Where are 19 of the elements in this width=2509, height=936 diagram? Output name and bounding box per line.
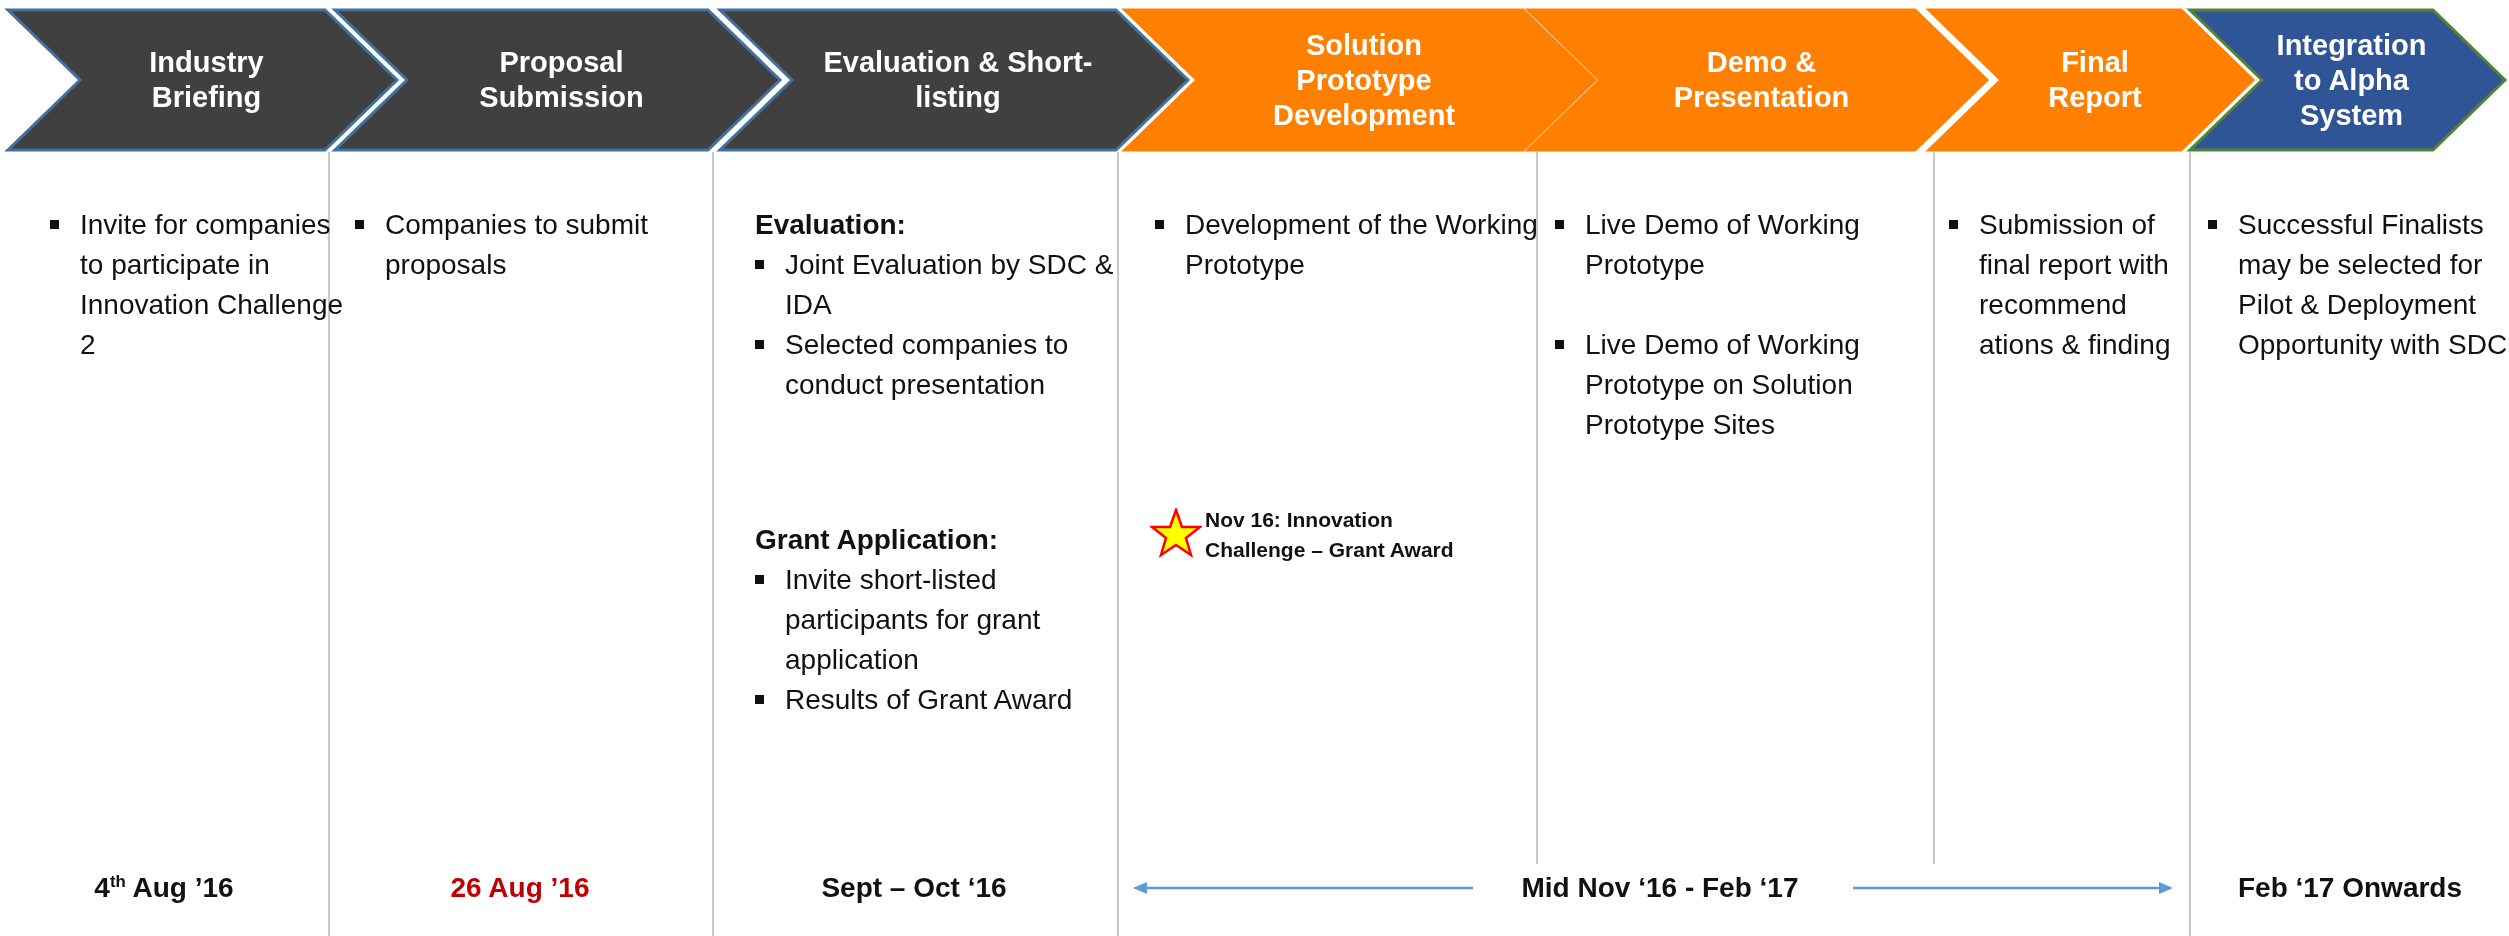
date-label: Feb ‘17 Onwards <box>2236 871 2464 905</box>
section-heading: Evaluation: <box>755 208 907 242</box>
bullet-item: Invite for companies to participate in Innovation Challenge 2 <box>50 205 345 365</box>
bullet-item: Development of the Working Prototype <box>1155 205 1545 285</box>
bullet-item: Successful Finalists may be selected for Pilot & Deployment Opportunity with SDC. <box>2208 205 2509 365</box>
milestone-note: Nov 16: Innovation Challenge – Grant Award <box>1205 507 1455 563</box>
bullet-item: Live Demo of Working Prototype on Solution Prototype Sites <box>1555 325 1905 445</box>
section-heading: Grant Application: <box>755 523 1000 557</box>
bullet-item: Submission of final report with recommend ations & finding <box>1949 205 2199 365</box>
bullet-item: Joint Evaluation by SDC & IDA <box>755 245 1115 325</box>
bullet-item: Live Demo of Working Prototype <box>1555 205 1905 285</box>
date-label: 26 Aug ’16 <box>449 871 591 905</box>
date-label: Sept – Oct ‘16 <box>820 871 1008 905</box>
date-label: 4$^{th}$ Aug ’16 <box>93 870 235 905</box>
bullet-item: Invite short-listed participants for grant application <box>755 560 1105 680</box>
bullet-item: Selected companies to conduct presentation <box>755 325 1095 405</box>
bullet-item: Results of Grant Award <box>755 680 1085 720</box>
bullet-item: Companies to submit proposals <box>355 205 675 285</box>
date-label: Mid Nov ‘16 - Feb ‘17 <box>1520 871 1800 905</box>
